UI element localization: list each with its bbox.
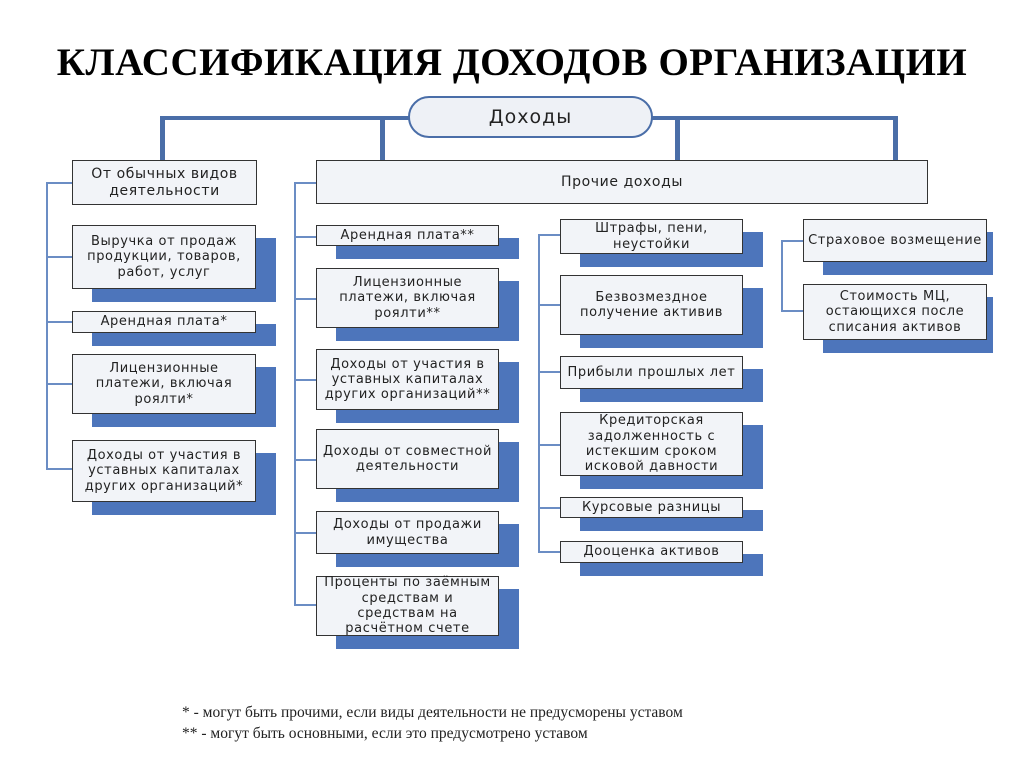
other-col2-tick [538, 234, 560, 236]
other-col1-item: Проценты по заёмным средствам и средства… [316, 575, 499, 636]
other-col3-tick [781, 310, 803, 312]
other-col2-tick [538, 444, 560, 446]
other-col1-tick [294, 182, 316, 184]
ordinary-tick [46, 182, 72, 184]
footnote-double-star: ** - могут быть основными, если это пред… [182, 725, 588, 742]
root-label: Доходы [488, 106, 573, 128]
other-col2-tick [538, 371, 560, 373]
other-col3-tick [781, 240, 803, 242]
other-col3-item: Страховое возмещение [803, 219, 987, 262]
other-col2-trunk [538, 234, 540, 552]
other-col1-tick [294, 459, 316, 461]
drop-other-2 [675, 116, 680, 162]
ordinary-tick [46, 383, 72, 385]
other-col2-item: Штрафы, пени, неустойки [560, 219, 743, 254]
ordinary-tick [46, 256, 72, 258]
other-col1-item: Лицензионные платежи, включая роялти** [316, 268, 499, 328]
other-col1-trunk [294, 182, 296, 605]
drop-other-1 [380, 116, 385, 162]
ordinary-tick [46, 468, 72, 470]
ordinary-header: От обычных видов деятельности [72, 160, 257, 205]
other-col2-item: Безвозмездное получение активив [560, 275, 743, 335]
other-col1-item: Доходы от продажи имущества [316, 511, 499, 554]
other-col2-item: Дооценка активов [560, 541, 743, 563]
drop-ordinary [160, 116, 165, 160]
other-col3-item: Стоимость МЦ, остающихся после списания … [803, 284, 987, 340]
drop-other-3 [893, 116, 898, 162]
other-col1-tick [294, 236, 316, 238]
other-col1-item: Доходы от совместной деятельности [316, 429, 499, 489]
other-col1-tick [294, 379, 316, 381]
diagram-title: КЛАССИФИКАЦИЯ ДОХОДОВ ОРГАНИЗАЦИИ [56, 41, 968, 84]
root-node: Доходы [408, 96, 653, 138]
other-col1-tick [294, 298, 316, 300]
other-col2-tick [538, 551, 560, 553]
ordinary-item: Выручка от продаж продукции, товаров, ра… [72, 225, 256, 289]
other-col2-item: Кредиторская задолженность с истекшим ср… [560, 412, 743, 476]
other-col1-item: Доходы от участия в уставных капиталах д… [316, 349, 499, 410]
other-col1-item: Арендная плата** [316, 225, 499, 246]
other-col2-tick [538, 507, 560, 509]
other-col2-item: Курсовые разницы [560, 497, 743, 518]
footnote-single-star: * - могут быть прочими, если виды деятел… [182, 704, 683, 721]
ordinary-item: Арендная плата* [72, 311, 256, 333]
ordinary-tick [46, 321, 72, 323]
ordinary-item: Лицензионные платежи, включая роялти* [72, 354, 256, 414]
other-col2-tick [538, 304, 560, 306]
other-col1-tick [294, 532, 316, 534]
other-col1-tick [294, 604, 316, 606]
other-header: Прочие доходы [316, 160, 928, 204]
other-col2-item: Прибыли прошлых лет [560, 356, 743, 389]
other-col3-trunk [781, 240, 783, 312]
ordinary-item: Доходы от участия в уставных капиталах д… [72, 440, 256, 502]
ordinary-trunk [46, 182, 48, 469]
